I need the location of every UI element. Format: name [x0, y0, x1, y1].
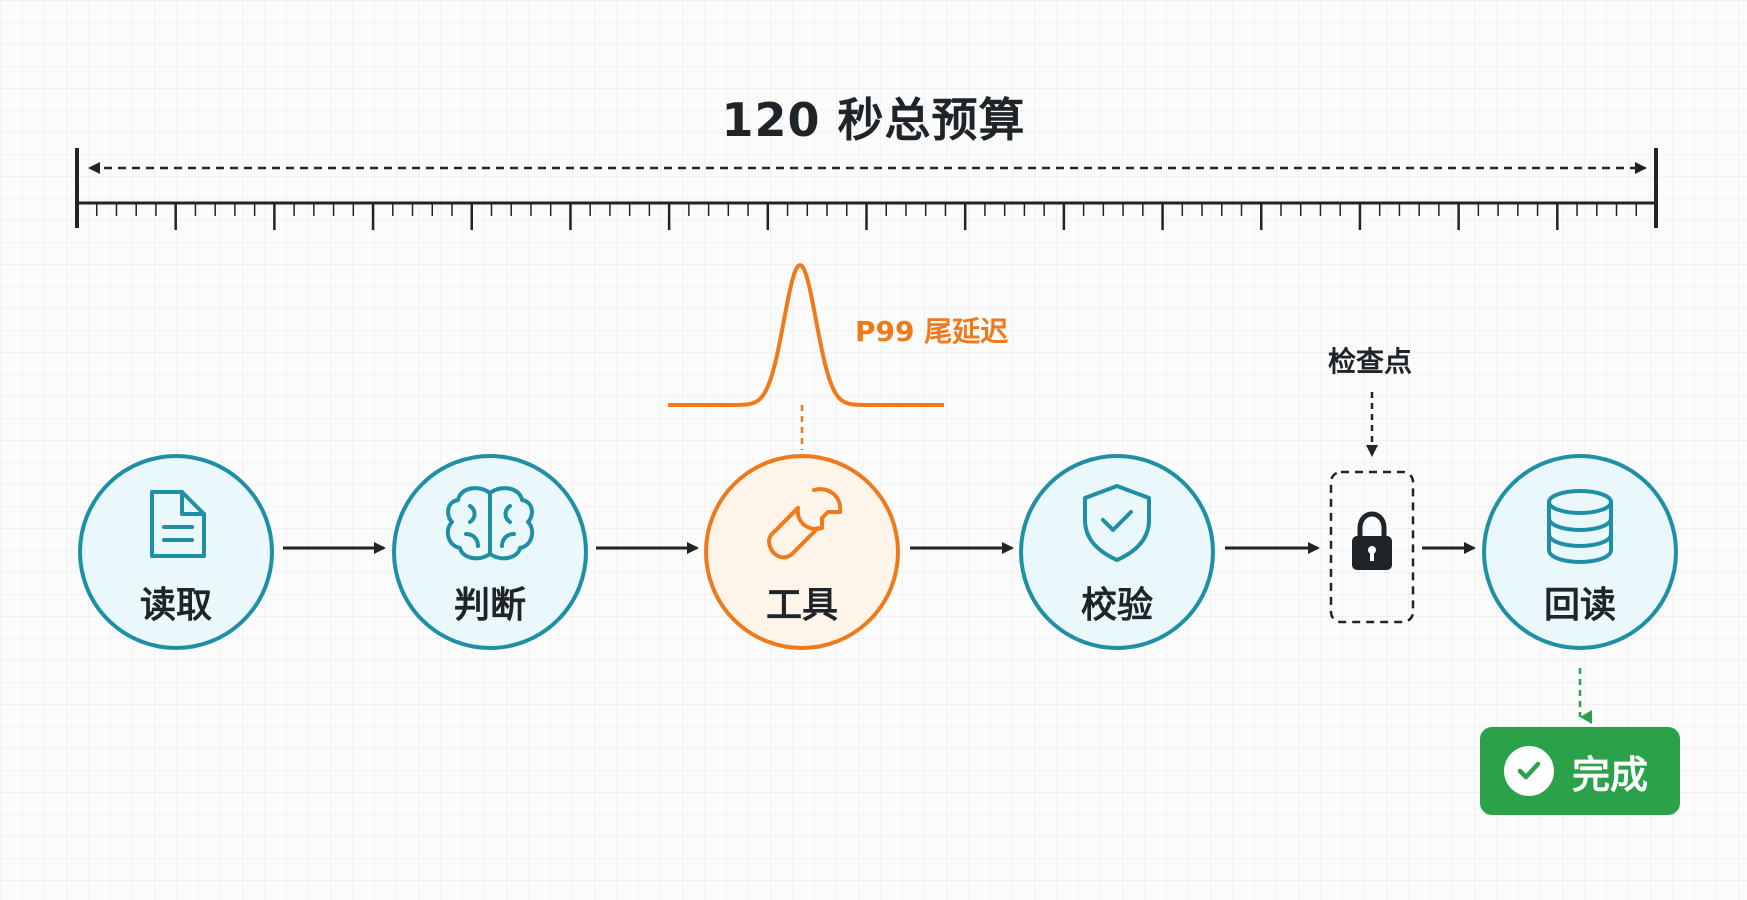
timeline-ruler	[75, 148, 1658, 230]
shield-check-icon	[1083, 484, 1151, 562]
tail-latency-label: P99 尾延迟	[855, 315, 1009, 348]
stage-judge	[392, 454, 588, 650]
done-label: 完成	[1572, 752, 1649, 797]
stage-label-read: 读取	[139, 585, 212, 626]
check-circle-icon	[1504, 746, 1554, 796]
ruler-ticks	[95, 203, 1638, 230]
stage-label-judge: 判断	[453, 585, 526, 626]
stage-tool	[704, 454, 900, 650]
tail-latency-spike	[668, 263, 944, 450]
database-icon	[1547, 489, 1613, 565]
checkpoint-box	[1329, 470, 1415, 624]
stage-readback	[1482, 454, 1678, 650]
wrench-icon	[767, 487, 843, 560]
stage-label-verify: 校验	[1080, 585, 1153, 626]
stage-label-readback: 回读	[1543, 585, 1616, 626]
stage-label-tool: 工具	[765, 585, 838, 626]
document-icon	[150, 490, 206, 558]
stage-verify	[1019, 454, 1215, 650]
budget-title: 120 秒总预算	[721, 93, 1026, 147]
stage-read	[78, 454, 274, 650]
flow-arrows	[283, 392, 1592, 724]
checkpoint-label: 检查点	[1327, 345, 1412, 378]
done-badge[interactable]: 完成	[1480, 727, 1680, 815]
brain-icon	[445, 486, 535, 561]
lock-icon	[1352, 511, 1392, 570]
